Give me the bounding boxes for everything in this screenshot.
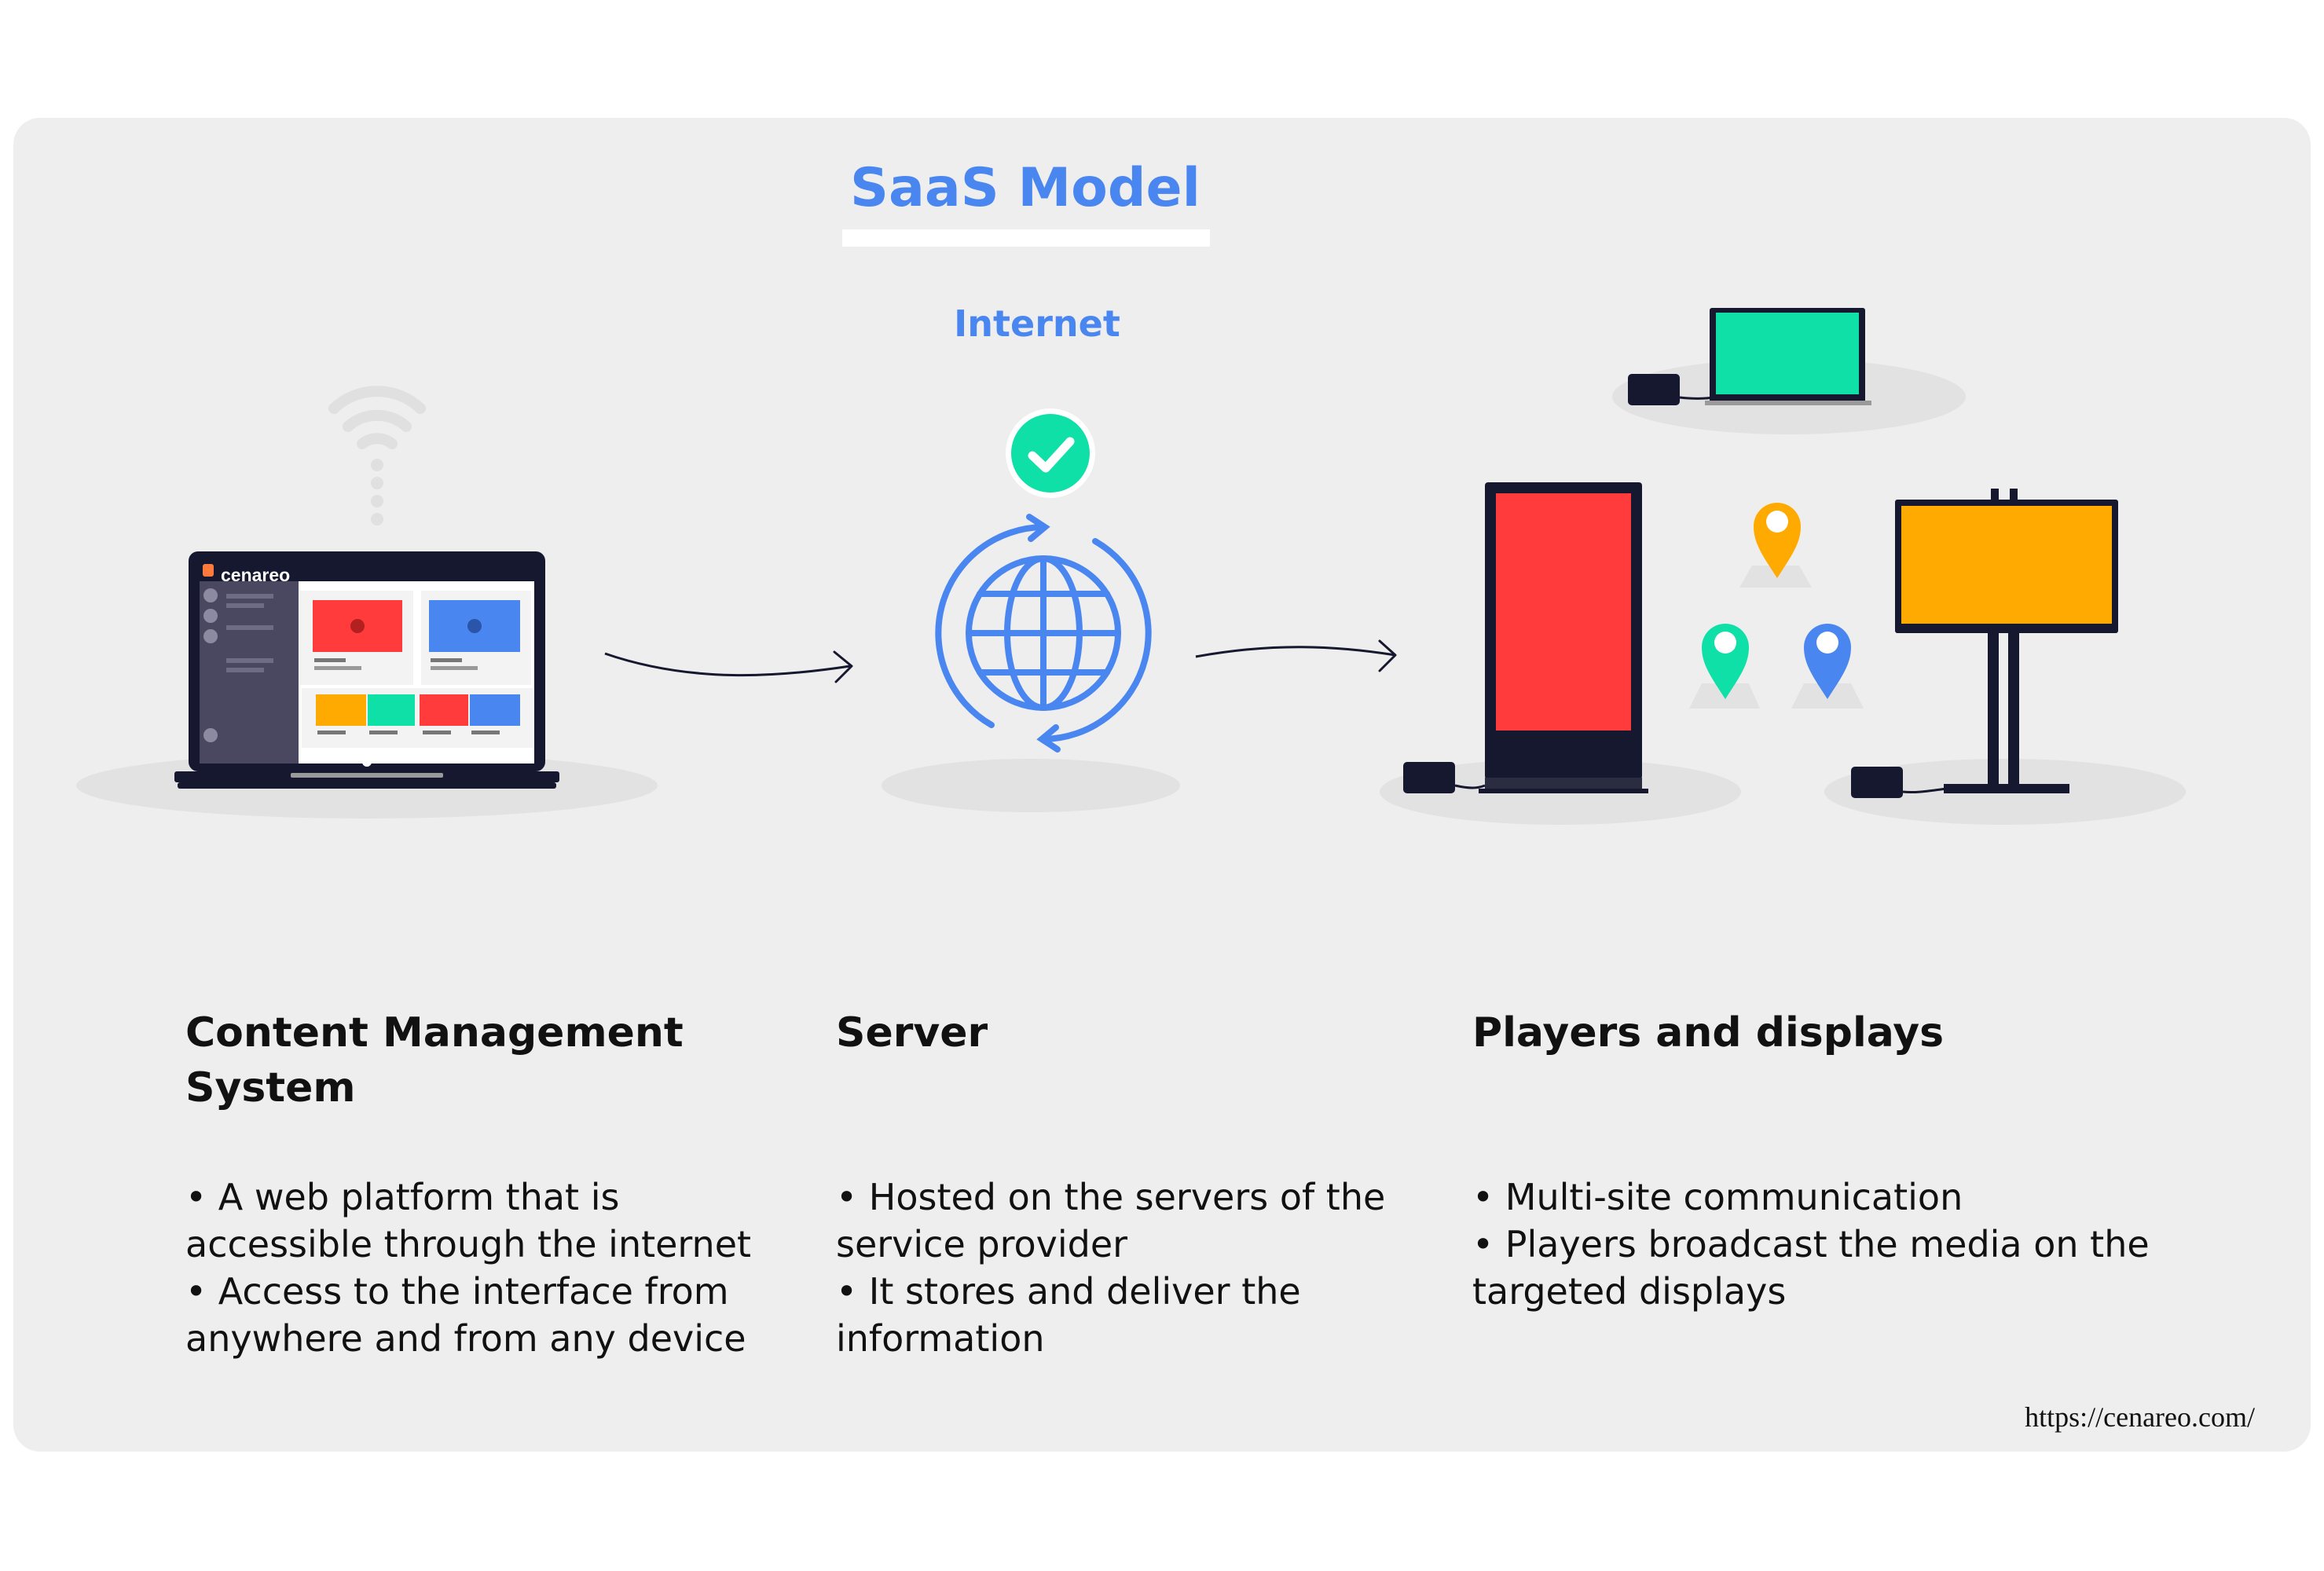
players-heading-line: Players and displays	[1472, 1009, 1945, 1056]
players-bullet-line: • Players broadcast the media on the	[1472, 1223, 2150, 1265]
wifi-icon	[328, 386, 426, 525]
cms-bullet-line: anywhere and from any device	[185, 1317, 746, 1360]
arrow-head-icon	[1378, 639, 1397, 672]
location-pin-icon	[1791, 624, 1864, 709]
server-heading: Server	[836, 1005, 988, 1060]
diagram-title: SaaS Model	[850, 157, 1200, 219]
stand-display-icon	[1895, 489, 2118, 793]
laptop-icon: cenareo	[174, 551, 559, 789]
tv-display-icon	[1705, 308, 1871, 405]
cms-description: • A web platform that is accessible thro…	[185, 1174, 751, 1362]
server-description: • Hosted on the servers of the service p…	[836, 1174, 1385, 1362]
location-pin-icon	[1739, 503, 1812, 588]
players-bullet-line: targeted displays	[1472, 1270, 1787, 1313]
cms-bullet-line: accessible through the internet	[185, 1223, 752, 1265]
arrow-icon	[1195, 646, 1396, 658]
server-bullet-line: service provider	[836, 1223, 1128, 1265]
footer-url[interactable]: https://cenareo.com/	[2025, 1401, 2255, 1433]
laptop-brand-logo: cenareo	[221, 565, 290, 585]
players-bullet-line: • Multi-site communication	[1472, 1176, 1963, 1218]
server-bullet-line: information	[836, 1317, 1045, 1360]
players-heading: Players and displays	[1472, 1005, 1944, 1060]
arrow-head-icon	[833, 650, 853, 683]
internet-label: Internet	[954, 302, 1120, 345]
cms-heading: Content Management System	[185, 1005, 684, 1115]
server-heading-line: Server	[836, 1009, 988, 1056]
server-bullet-line: • It stores and deliver the	[836, 1270, 1301, 1313]
players-description: • Multi-site communication • Players bro…	[1472, 1174, 2150, 1315]
server-bullet-line: • Hosted on the servers of the	[836, 1176, 1386, 1218]
cms-heading-line: Content Management	[185, 1009, 684, 1056]
cms-bullet-line: • A web platform that is	[185, 1176, 620, 1218]
media-player-icon	[1403, 374, 1948, 798]
cms-heading-line: System	[185, 1064, 356, 1111]
kiosk-display-icon	[1479, 482, 1648, 793]
arrow-icon	[604, 652, 851, 677]
title-underline	[842, 229, 1210, 247]
check-badge-icon	[1006, 408, 1095, 498]
location-pin-icon	[1689, 624, 1760, 709]
globe-shadow	[882, 759, 1180, 812]
globe-sync-icon	[935, 514, 1152, 753]
cms-bullet-line: • Access to the interface from	[185, 1270, 729, 1313]
